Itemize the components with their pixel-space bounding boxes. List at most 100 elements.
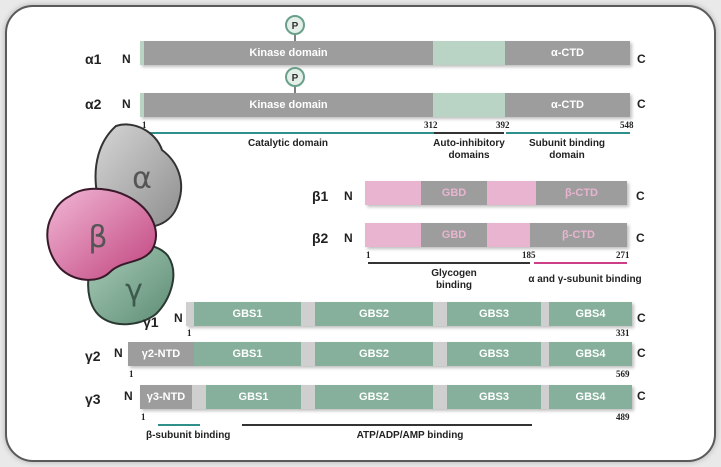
gamma3-spacer1	[301, 385, 315, 409]
beta2-gbd: GBD	[421, 223, 487, 247]
beta1-linker	[487, 181, 536, 205]
alpha2-c-terminus: C	[637, 97, 646, 111]
gamma-subunit-symbol: γ	[125, 273, 143, 308]
gamma2-pos-end: 569	[616, 369, 630, 379]
gamma1-spacer1	[301, 302, 315, 326]
alpha2-autoinhibitory-domain	[433, 93, 505, 117]
alpha2-n-terminus: N	[122, 97, 131, 111]
gamma1-pos-end: 331	[616, 328, 630, 338]
gamma1-pos-start: 1	[187, 328, 192, 338]
nucleotide-binding-caption: ATP/ADP/AMP binding	[356, 430, 464, 441]
beta-pos-1: 1	[366, 250, 371, 260]
subunit-binding-caption: Subunit binding domain	[528, 138, 606, 161]
beta1-label: β1	[312, 188, 329, 204]
alpha1-n-terminus: N	[122, 52, 131, 66]
gamma2-spacer1	[301, 342, 315, 366]
gamma3-gbs2: GBS2	[315, 385, 433, 409]
alpha2-phospho-label: P	[292, 73, 299, 84]
alpha-pos-548: 548	[620, 120, 634, 130]
glycogen-binding-caption: Glycogen binding	[431, 268, 477, 291]
ag-binding-line	[534, 262, 627, 264]
alpha1-label: α1	[85, 51, 102, 67]
gamma1-bar: GBS1 GBS2 GBS3 GBS4	[186, 302, 632, 326]
gamma2-ntd: γ2-NTD	[128, 342, 194, 366]
beta2-c-terminus: C	[636, 231, 645, 245]
beta1-bar: GBD β-CTD	[365, 181, 627, 205]
gamma2-gbs1: GBS1	[194, 342, 301, 366]
glycogen-binding-line	[368, 262, 530, 264]
gamma1-gbs4: GBS4	[549, 302, 632, 326]
alpha-subunit-symbol: α	[132, 161, 152, 196]
gamma2-c-terminus: C	[637, 346, 646, 360]
alpha-pos-392: 392	[496, 120, 510, 130]
gamma3-gbs4: GBS4	[549, 385, 632, 409]
beta1-ctd: β-CTD	[536, 181, 627, 205]
catalytic-domain-line	[146, 132, 434, 134]
ag-binding-caption: α and γ-subunit binding	[528, 274, 642, 285]
alpha1-n-stub	[140, 41, 144, 65]
gamma3-gbs1: GBS1	[206, 385, 301, 409]
alpha-pos-1: 1	[142, 120, 147, 130]
beta-subunit-shape	[46, 187, 157, 281]
gamma2-pos-start: 1	[129, 369, 134, 379]
beta1-n-region	[365, 181, 421, 205]
gamma3-spacer0	[192, 385, 206, 409]
gamma3-ntd: γ3-NTD	[140, 385, 192, 409]
gamma3-bar: γ3-NTD GBS1 GBS2 GBS3 GBS4	[140, 385, 632, 409]
gamma3-spacer3	[541, 385, 549, 409]
beta2-bar: GBD β-CTD	[365, 223, 627, 247]
gamma1-label: γ1	[143, 314, 159, 330]
autoinhibitory-line	[434, 132, 504, 134]
gamma1-c-terminus: C	[637, 311, 646, 325]
alpha2-kinase-domain: Kinase domain	[144, 93, 433, 117]
gamma3-gbs3: GBS3	[447, 385, 541, 409]
gamma3-pos-start: 1	[141, 412, 146, 422]
gamma1-gbs3: GBS3	[447, 302, 541, 326]
beta-subunit-binding-line	[158, 424, 200, 426]
beta2-n-region	[365, 223, 421, 247]
alpha2-phospho-icon: P	[285, 67, 305, 93]
gamma1-n-terminus: N	[174, 311, 183, 325]
gamma3-pos-end: 489	[616, 412, 630, 422]
alpha1-phospho-label: P	[292, 21, 299, 32]
beta-pos-271: 271	[616, 250, 630, 260]
gamma2-spacer2	[433, 342, 447, 366]
beta2-n-terminus: N	[344, 231, 353, 245]
gamma2-gbs2: GBS2	[315, 342, 433, 366]
gamma3-spacer2	[433, 385, 447, 409]
subunit-binding-line	[506, 132, 630, 134]
gamma2-gbs4: GBS4	[549, 342, 632, 366]
beta1-gbd: GBD	[421, 181, 487, 205]
beta-pos-185: 185	[522, 250, 536, 260]
beta2-label: β2	[312, 230, 329, 246]
alpha2-ctd: α-CTD	[505, 93, 630, 117]
gamma3-label: γ3	[85, 391, 101, 407]
alpha2-n-stub	[140, 93, 144, 117]
gamma1-spacer2	[433, 302, 447, 326]
beta1-c-terminus: C	[636, 189, 645, 203]
alpha1-c-terminus: C	[637, 52, 646, 66]
gamma1-gbs2: GBS2	[315, 302, 433, 326]
gamma3-c-terminus: C	[637, 389, 646, 403]
gamma2-gbs3: GBS3	[447, 342, 541, 366]
alpha1-bar: Kinase domain α-CTD	[140, 41, 630, 65]
gamma2-label: γ2	[85, 348, 101, 364]
beta1-n-terminus: N	[344, 189, 353, 203]
beta2-linker	[487, 223, 530, 247]
autoinhibitory-caption: Auto-inhibitory domains	[433, 138, 505, 161]
beta-subunit-binding-caption: β-subunit binding	[146, 430, 231, 441]
gamma2-spacer3	[541, 342, 549, 366]
alpha1-kinase-domain: Kinase domain	[144, 41, 433, 65]
alpha1-autoinhibitory-domain	[433, 41, 505, 65]
gamma1-gbs1: GBS1	[194, 302, 301, 326]
beta-subunit-symbol: β	[88, 220, 107, 255]
ampk-complex-illustration: α β γ	[46, 123, 183, 326]
alpha-pos-312: 312	[424, 120, 438, 130]
gamma2-bar: γ2-NTD GBS1 GBS2 GBS3 GBS4	[128, 342, 632, 366]
gamma1-n-stub	[186, 302, 194, 326]
gamma2-n-terminus: N	[114, 346, 123, 360]
catalytic-domain-caption: Catalytic domain	[247, 138, 329, 149]
gamma3-n-terminus: N	[124, 389, 133, 403]
alpha2-bar: Kinase domain α-CTD	[140, 93, 630, 117]
alpha2-label: α2	[85, 96, 102, 112]
